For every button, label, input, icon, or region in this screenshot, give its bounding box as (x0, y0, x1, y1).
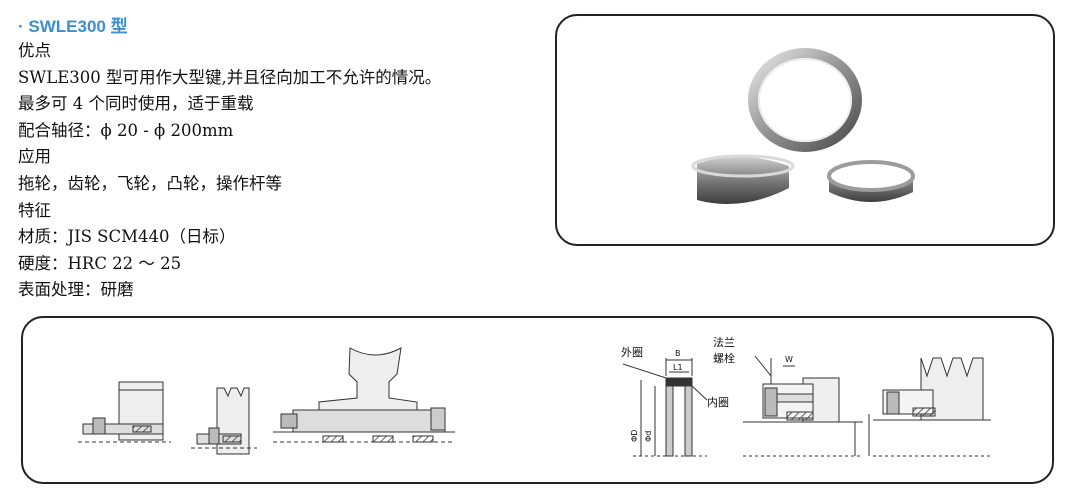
diagram-wheel (191, 387, 257, 455)
application-heading: 应用 (18, 147, 51, 167)
label-w: W (785, 355, 793, 364)
product-photo (691, 48, 915, 204)
application-diagram-panel: 外圈 内圈 法兰 螺栓 B L1 W ΦD Φd (21, 316, 1054, 484)
advantage-line-1: SWLE300 型可用作大型键,并且径向加工不允许的情况。 (18, 67, 442, 87)
application-list: 拖轮，齿轮，飞轮，凸轮，操作杆等 (18, 173, 282, 193)
label-outer-ring: 外圈 (621, 346, 643, 359)
diagram-block (78, 381, 171, 443)
label-flange: 法兰 (713, 335, 735, 349)
diagram-rail-assembly (273, 347, 455, 443)
label-od: ΦD (630, 430, 639, 442)
page-title: · SWLE300 型 (18, 17, 128, 36)
diagram-multi-groove-pulley (873, 357, 991, 457)
technical-diagrams: 外圈 内圈 法兰 螺栓 B L1 W ΦD Φd (78, 335, 991, 457)
features-heading: 特征 (18, 200, 51, 220)
material: 材质：JIS SCM440（日标） (18, 227, 236, 247)
spec-list: 优点 SWLE300 型可用作大型键,并且径向加工不允许的情况。 最多可 4 个… (18, 38, 441, 304)
diagram-flange-bolt (743, 355, 870, 457)
hardness: 硬度：HRC 22 ～ 25 (18, 253, 182, 273)
label-b: B (675, 349, 681, 358)
shaft-diameter: 配合轴径：ϕ 20 - ϕ 200mm (18, 120, 234, 140)
diagram-ring-section (622, 358, 708, 457)
label-l1: L1 (673, 363, 683, 372)
label-id: Φd (644, 431, 653, 442)
label-inner-ring: 内圈 (707, 395, 729, 409)
product-photo-panel (555, 14, 1055, 246)
ring-flat (827, 160, 915, 202)
ring-tilted (691, 154, 795, 204)
label-bolt: 螺栓 (713, 351, 735, 365)
surface-treatment: 表面处理：研磨 (18, 280, 134, 300)
advantages-heading: 优点 (18, 41, 51, 60)
ring-standing (748, 48, 862, 152)
advantage-line-2: 最多可 4 个同时使用，适于重载 (18, 94, 254, 114)
